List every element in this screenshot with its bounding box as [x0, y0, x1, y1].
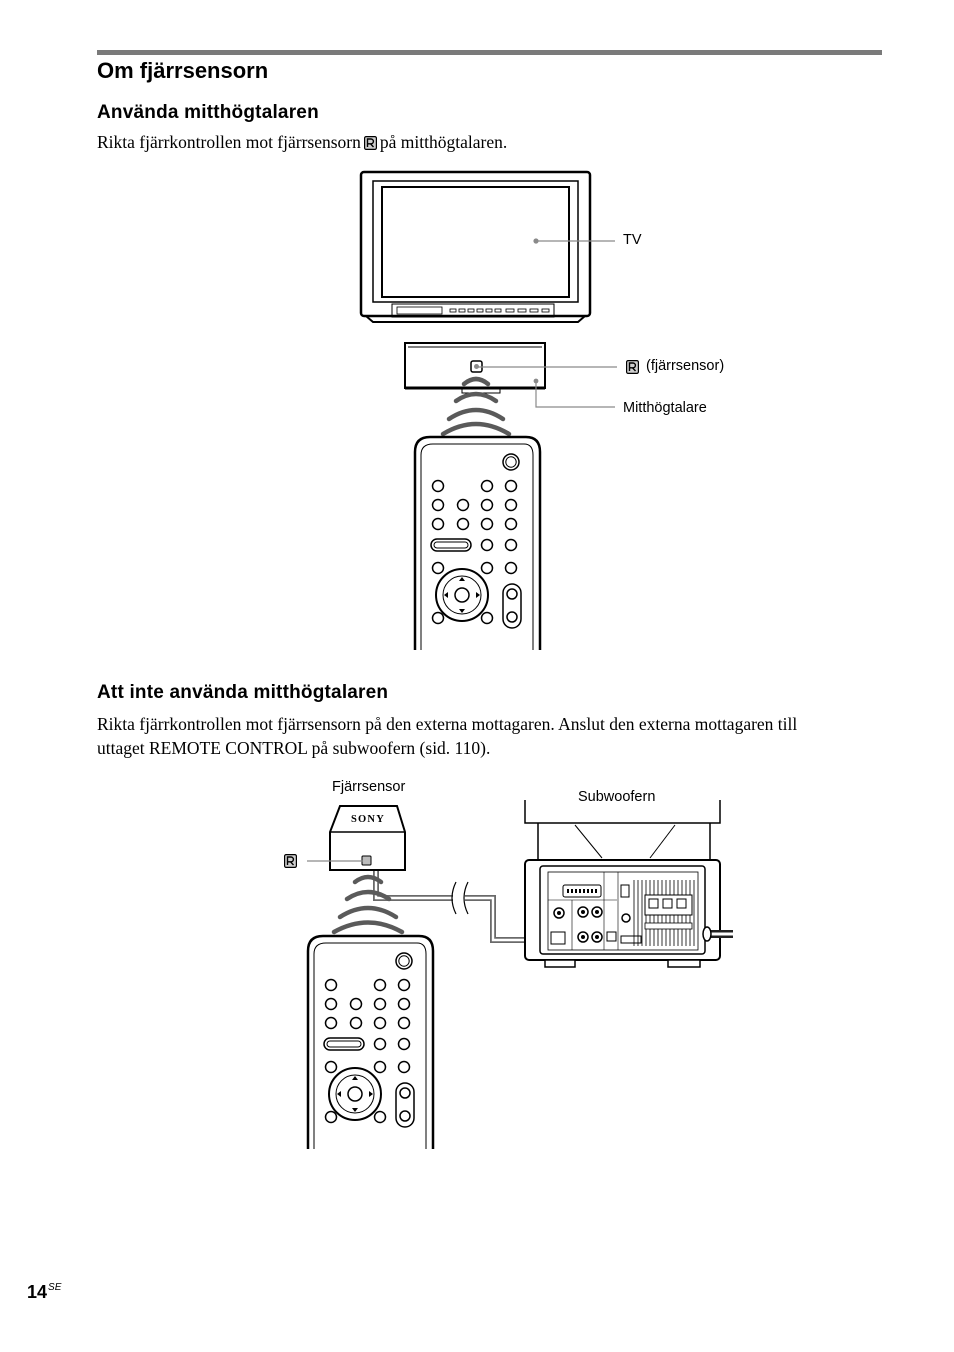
tv-drawing	[359, 170, 592, 323]
ir-signal-arc	[446, 407, 506, 422]
external-sensor-label: Fjärrsensor	[332, 779, 405, 795]
remote-control	[413, 435, 542, 652]
center-speaker-drawing	[404, 342, 546, 394]
tv-control-strip	[391, 303, 555, 318]
speaker-label-strip	[644, 922, 693, 930]
tv-screen	[381, 186, 570, 298]
scart-connector	[562, 884, 602, 898]
section1-text-before-icon: Rikta fjärrkontrollen mot fjärrsensorn	[97, 132, 361, 152]
subwoofer-connector-area	[547, 871, 699, 951]
remote-sensor-icon	[284, 854, 297, 868]
remote-control-cable	[373, 871, 557, 943]
section2-title: Att inte använda mitthögtalaren	[97, 682, 389, 703]
jack-connector	[577, 931, 589, 943]
jack-connector	[553, 907, 565, 919]
tv-label: TV	[623, 232, 642, 248]
subwoofer-edge	[574, 824, 603, 859]
jack-connectors	[553, 906, 603, 943]
speaker-label: Mitthögtalare	[623, 400, 707, 416]
page-number-suffix: SE	[48, 1282, 62, 1293]
ir-signal-arc	[440, 421, 512, 437]
page-number-value: 14	[27, 1282, 48, 1302]
subwoofer-edge	[649, 824, 676, 859]
tv-label-dot	[533, 238, 539, 244]
tv-control-strip-inner	[396, 306, 443, 315]
subwoofer-panel-inset	[539, 865, 706, 955]
tv-control-buttons	[449, 308, 550, 313]
jack-connector	[581, 910, 585, 914]
section2-body-line-1: Rikta fjärrkontrollen mot fjärrsensorn p…	[97, 714, 798, 734]
jack-connector	[591, 931, 603, 943]
cable-outline	[373, 871, 557, 943]
cable-break-gap	[453, 893, 465, 903]
power-switch	[620, 884, 630, 898]
ir-signal-arc	[352, 874, 384, 885]
scart-pins	[567, 889, 597, 893]
speaker-label-dot	[533, 378, 539, 384]
jack-connector	[557, 911, 561, 915]
subwoofer-foot	[667, 959, 701, 968]
subwoofer-foot	[544, 959, 576, 968]
remote-sensor-icon	[626, 360, 639, 374]
section1-body: Rikta fjärrkontrollen mot fjärrsensorn på…	[97, 132, 508, 152]
ir-signal-arc	[344, 889, 392, 902]
section1-text-after-icon: på mitthögtalaren.	[379, 132, 508, 152]
external-sensor-body	[329, 805, 406, 871]
external-sensor-drawing: SONY	[329, 805, 406, 871]
tv-base	[365, 315, 586, 323]
tv-bezel	[372, 180, 579, 303]
subwoofer-label: Subwoofern	[578, 789, 655, 805]
jack-connector	[577, 906, 589, 918]
speaker-terminal	[676, 898, 687, 909]
remote-control	[306, 934, 435, 1151]
ir-signal-waves	[331, 874, 405, 935]
ir-signal-arc	[337, 905, 399, 920]
page-number: 14SE	[27, 1282, 62, 1302]
optical-connector	[606, 931, 617, 942]
jack-connector	[581, 935, 585, 939]
ir-signal-arc	[453, 391, 499, 404]
remote-control-jack	[550, 931, 566, 945]
subwoofer-grille	[633, 880, 695, 946]
center-speaker-foot	[461, 388, 501, 394]
center-speaker-sensor-dot	[474, 364, 479, 369]
panel-knob	[621, 913, 631, 923]
page-heading: Om fjärrsensorn	[97, 58, 269, 83]
digital-connector	[620, 935, 642, 944]
remote-sensor-icon	[363, 136, 377, 150]
speaker-label-leader	[535, 381, 615, 408]
subwoofer-drawing	[524, 800, 733, 968]
subwoofer-bracket	[524, 800, 721, 824]
section1-title: Använda mitthögtalaren	[97, 102, 319, 123]
center-speaker-sensor-window	[470, 360, 483, 373]
power-cord-plug	[702, 926, 712, 942]
jack-connector	[595, 935, 599, 939]
external-sensor-window	[361, 855, 372, 866]
subwoofer-rear-panel	[524, 859, 721, 961]
cable-core	[374, 871, 557, 942]
brand-logo: SONY	[351, 814, 385, 825]
tv-outer-frame	[359, 170, 592, 318]
ir-signal-waves	[440, 376, 512, 437]
figure-external-receiver-setup: Fjärrsensor SONY Subwoofern	[284, 779, 733, 1151]
ir-signal-arc	[331, 920, 405, 935]
cable-break-mark	[463, 881, 469, 915]
section2-body-line-2: uttaget REMOTE CONTROL på subwoofern (si…	[97, 738, 491, 758]
speaker-terminal	[662, 898, 673, 909]
speaker-terminal-block	[644, 894, 693, 916]
ir-signal-arc	[461, 376, 491, 387]
jack-connector	[595, 910, 599, 914]
speaker-terminal	[648, 898, 659, 909]
cable-break-mark	[451, 881, 457, 915]
section-top-rule	[97, 50, 882, 55]
center-speaker-body	[404, 342, 546, 389]
sensor-label: (fjärrsensor)	[646, 358, 724, 374]
jack-connector	[591, 906, 603, 918]
figure-center-speaker-setup: TV (fjärrsensor) Mitthögtalare	[359, 170, 724, 652]
